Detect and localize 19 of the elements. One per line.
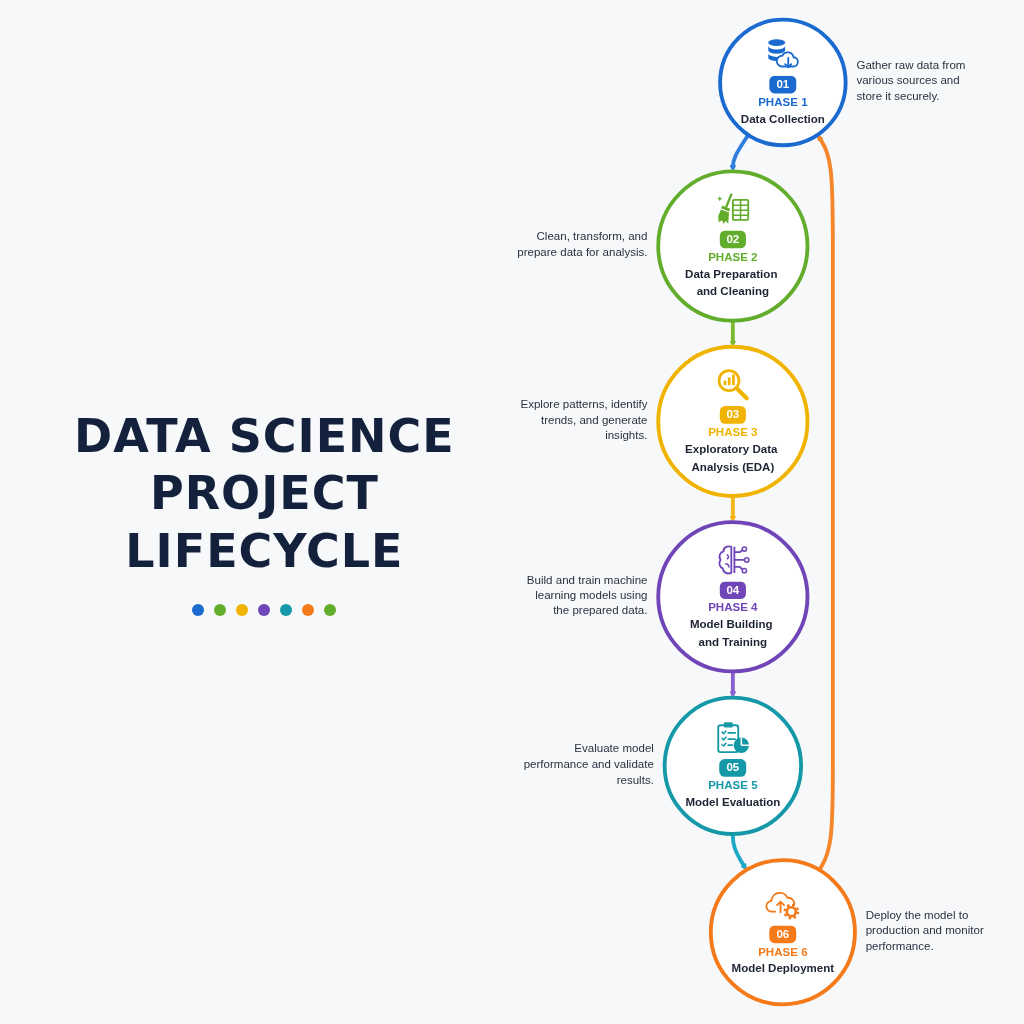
node-circle: 04 PHASE 4 Model Building and Training [656,520,810,674]
node-circle: 06 PHASE 6 Model Deployment [708,858,857,1007]
description-text: Deploy the model to production and monitor performance. [865,907,985,954]
description-text: Gather raw data from various sources and store it securely. [856,57,967,105]
node-circle: 01 PHASE 1 Data Collection [718,17,848,148]
arrow [816,134,835,872]
description-text: Clean, transform, and prepare data for analysis. [516,228,648,260]
arrow [729,671,737,698]
arrow [729,320,737,348]
arrow [730,834,747,871]
arrow [729,496,737,523]
node-circle: 05 PHASE 5 Model Evaluation [662,695,803,836]
node-circle: 02 PHASE 2 Data Preparation and Cleaning [656,169,810,323]
description-text: Build and train machine learning models using the prepared data. [525,571,648,619]
description-text: Evaluate model performance and validate results. [522,740,654,788]
description-text: Explore patterns, identify trends, and generate insights. [519,396,648,444]
arrow [729,133,750,172]
diagram-title: DATA SCIENCE PROJECT LIFECYCLE [73,407,456,580]
node-circle: 03 PHASE 3 Exploratory Data Analysis (EDA) [656,344,810,498]
